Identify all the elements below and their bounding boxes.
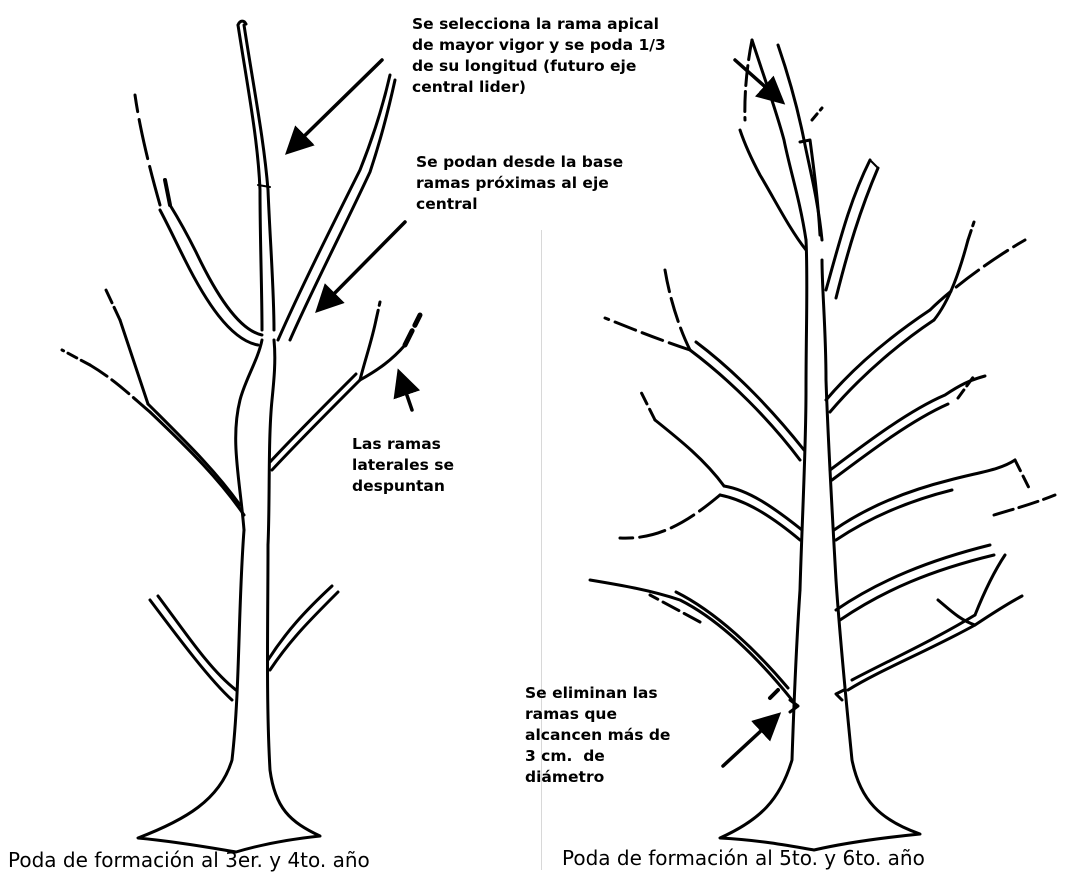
right-branch-r3: [834, 460, 1015, 530]
left-competing-branch: [278, 75, 390, 340]
annotation-base-pruning: Se podan desde la base ramas próximas al…: [416, 152, 623, 215]
left-trunk: [138, 530, 320, 852]
arrow-remove-thick: [723, 717, 776, 766]
arrow-lateral-tips: [400, 375, 412, 410]
right-branch-l3: [590, 580, 792, 700]
right-upper-branch: [826, 160, 870, 290]
arrow-apical-left: [290, 60, 382, 150]
right-branch-r2: [830, 376, 985, 470]
right-branch-r4: [848, 596, 1022, 690]
annotation-apical-branch: Se selecciona la rama apical de mayor vi…: [412, 14, 666, 98]
arrow-apical-right: [735, 60, 780, 100]
annotation-lateral-tips: Las ramas laterales se despuntan: [352, 434, 454, 497]
annotation-remove-thick: Se eliminan las ramas que alcancen más d…: [525, 683, 670, 788]
caption-left: Poda de formación al 3er. y 4to. año: [8, 848, 370, 872]
left-lower-branch-l: [150, 600, 232, 700]
left-mid-branch-r: [272, 380, 360, 470]
left-upper-trunk: [236, 340, 262, 530]
right-branch-r1: [826, 310, 930, 400]
right-branch-l1: [690, 350, 800, 460]
left-lower-branch-r: [270, 592, 338, 670]
arrow-base-pruning: [320, 222, 405, 308]
caption-right: Poda de formación al 5to. y 6to. año: [562, 846, 925, 870]
right-trunk: [720, 580, 920, 850]
left-mid-branch-l: [150, 412, 244, 515]
